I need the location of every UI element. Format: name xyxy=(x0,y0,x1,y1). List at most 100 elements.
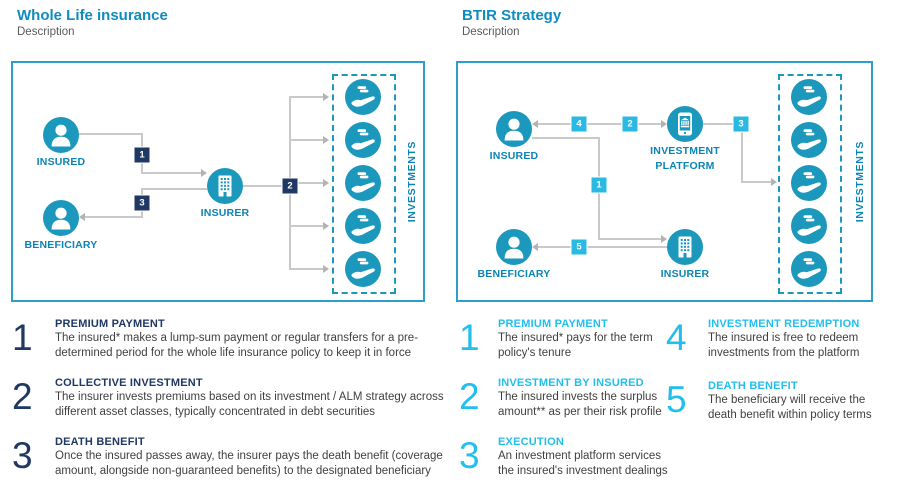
step-badge-5: 5 xyxy=(571,239,587,255)
step-description: The beneficiary will receive the death b… xyxy=(708,394,872,422)
flow-line xyxy=(243,185,290,187)
flow-line xyxy=(598,238,661,240)
hand-coins-icon xyxy=(351,129,375,150)
step-heading: DEATH BENEFIT xyxy=(55,436,145,448)
flow-line xyxy=(290,182,323,184)
investment-item xyxy=(345,208,381,244)
step-heading: PREMIUM PAYMENT xyxy=(55,318,165,330)
arrowhead-icon xyxy=(771,178,777,186)
step-heading: INVESTMENT REDEMPTION xyxy=(708,318,860,330)
step-number: 2 xyxy=(12,376,33,417)
arrowhead-icon xyxy=(201,169,207,177)
arrowhead-icon xyxy=(661,120,667,128)
step-badge-2: 2 xyxy=(282,178,298,194)
hand-coins-icon xyxy=(351,172,375,193)
investment-platform-node xyxy=(667,106,703,142)
whole-life-diagram-box: INSURED BENEFICIARY INSURER 1 2 3 INVEST… xyxy=(11,61,425,302)
person-icon xyxy=(51,207,71,230)
arrowhead-icon xyxy=(323,222,329,230)
investment-platform-label-line2: PLATFORM xyxy=(655,160,715,172)
step-number: 4 xyxy=(666,317,687,358)
investments-label-text: INVESTMENTS xyxy=(406,140,418,223)
arrowhead-icon xyxy=(532,243,538,251)
step-description: The insured* pays for the term policy's … xyxy=(498,332,653,360)
investments-group-box xyxy=(778,74,842,294)
investment-item xyxy=(791,122,827,158)
step-description: An investment platform services the insu… xyxy=(498,450,668,478)
investment-item xyxy=(345,251,381,287)
investment-item xyxy=(345,79,381,115)
right-panel-subtitle: Description xyxy=(462,26,520,38)
insured-node xyxy=(43,117,79,153)
investments-vertical-label: INVESTMENTS xyxy=(406,63,418,300)
flow-line xyxy=(741,123,743,183)
step-badge-3: 3 xyxy=(134,195,150,211)
arrowhead-icon xyxy=(323,265,329,273)
arrowhead-icon xyxy=(323,179,329,187)
flow-line xyxy=(290,96,323,98)
step-number: 1 xyxy=(12,317,33,358)
beneficiary-label: BENEFICIARY xyxy=(24,239,98,251)
btir-diagram-box: INSURED INVESTMENT PLATFORM BENEFICIARY … xyxy=(456,61,873,302)
building-icon xyxy=(678,236,692,258)
beneficiary-label: BENEFICIARY xyxy=(477,268,551,280)
left-panel-subtitle: Description xyxy=(17,26,75,38)
investment-item xyxy=(791,165,827,201)
flow-line xyxy=(141,172,201,174)
step-heading: PREMIUM PAYMENT xyxy=(498,318,608,330)
arrowhead-icon xyxy=(79,213,85,221)
investments-vertical-label: INVESTMENTS xyxy=(854,63,866,300)
person-icon xyxy=(504,118,524,141)
flow-line xyxy=(143,188,207,190)
flow-line xyxy=(538,123,662,125)
hand-coins-icon xyxy=(797,258,821,279)
arrowhead-icon xyxy=(532,120,538,128)
hand-coins-icon xyxy=(351,215,375,236)
flow-line xyxy=(741,181,771,183)
building-icon xyxy=(218,175,232,197)
arrowhead-icon xyxy=(661,235,667,243)
right-panel-title: BTIR Strategy xyxy=(462,7,562,24)
investment-item xyxy=(791,79,827,115)
step-heading: EXECUTION xyxy=(498,436,564,448)
step-description: The insurer invests premiums based on it… xyxy=(55,391,444,419)
flow-line xyxy=(538,246,667,248)
person-icon xyxy=(504,236,524,259)
beneficiary-node xyxy=(496,229,532,265)
person-icon xyxy=(51,124,71,147)
step-heading: INVESTMENT BY INSURED xyxy=(498,377,644,389)
step-number: 5 xyxy=(666,379,687,420)
hand-coins-icon xyxy=(797,215,821,236)
insurer-label: INSURER xyxy=(660,268,710,280)
step-badge-3: 3 xyxy=(733,116,749,132)
investments-group-box xyxy=(332,74,396,294)
flow-line xyxy=(290,139,323,141)
insured-node xyxy=(496,111,532,147)
step-number: 3 xyxy=(459,435,480,476)
insurer-label: INSURER xyxy=(200,207,250,219)
flow-line xyxy=(79,133,142,135)
step-badge-2: 2 xyxy=(622,116,638,132)
flow-line xyxy=(532,137,600,139)
arrowhead-icon xyxy=(323,93,329,101)
investment-item xyxy=(345,165,381,201)
insured-label: INSURED xyxy=(489,150,539,162)
investment-item xyxy=(791,251,827,287)
mobile-banking-icon xyxy=(678,112,692,136)
flow-line xyxy=(290,268,323,270)
step-number: 2 xyxy=(459,376,480,417)
insurer-node xyxy=(667,229,703,265)
step-badge-1: 1 xyxy=(591,177,607,193)
step-description: The insured is free to redeem investment… xyxy=(708,332,860,360)
step-heading: DEATH BENEFIT xyxy=(708,380,798,392)
hand-coins-icon xyxy=(797,86,821,107)
flow-line xyxy=(85,216,143,218)
investments-label-text: INVESTMENTS xyxy=(854,140,866,223)
step-description: The insured invests the surplus amount**… xyxy=(498,391,662,419)
hand-coins-icon xyxy=(797,172,821,193)
insurer-node xyxy=(207,168,243,204)
beneficiary-node xyxy=(43,200,79,236)
step-heading: COLLECTIVE INVESTMENT xyxy=(55,377,203,389)
step-badge-4: 4 xyxy=(571,116,587,132)
flow-line xyxy=(703,123,743,125)
